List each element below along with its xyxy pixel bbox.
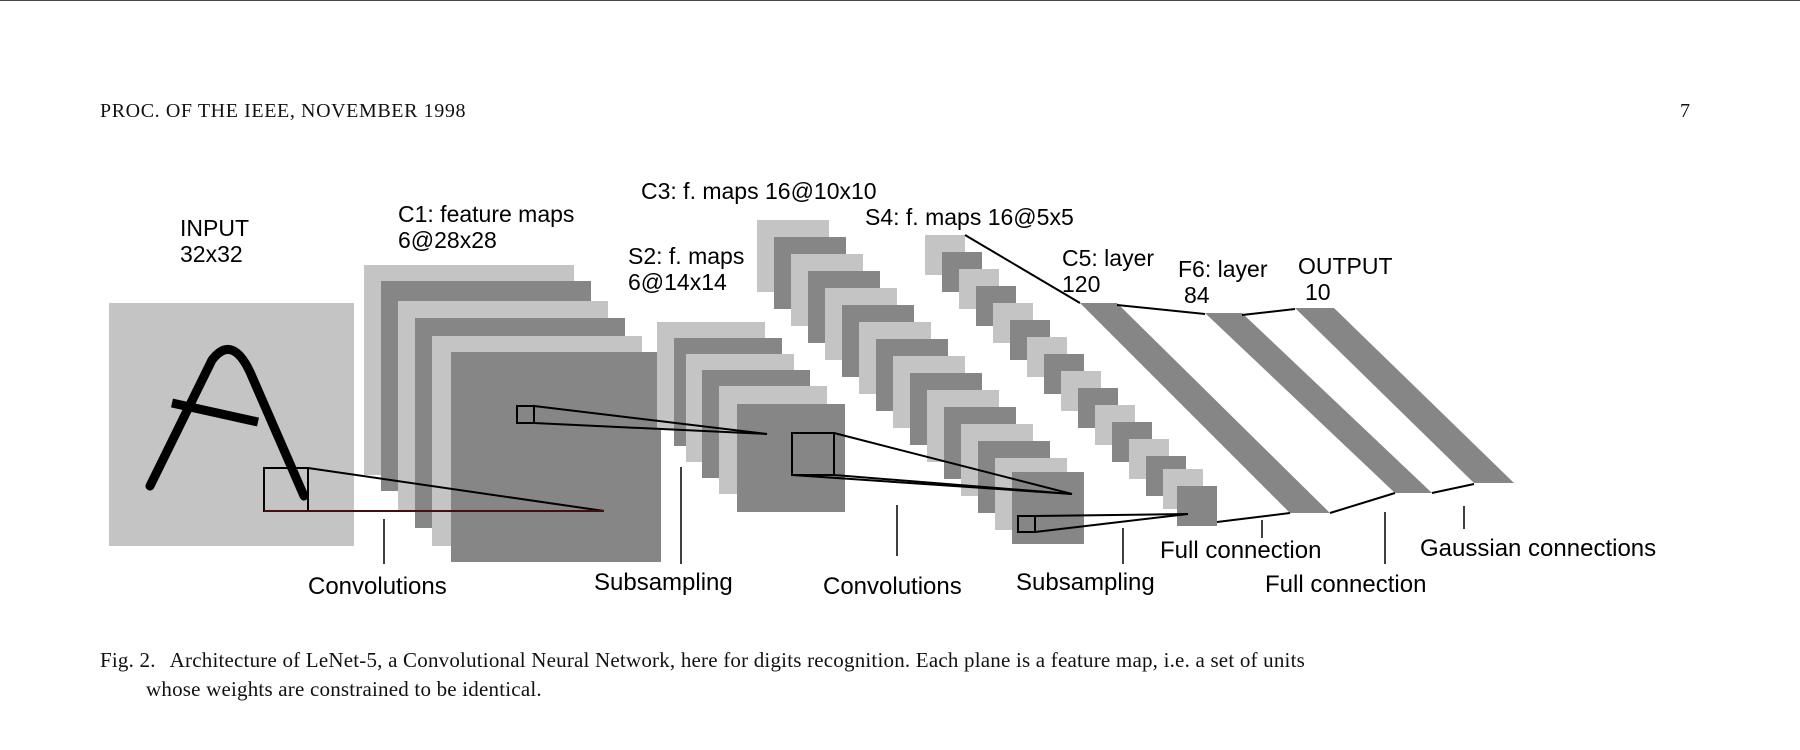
- figure-caption: Fig. 2. Architecture of LeNet-5, a Convol…: [100, 646, 1692, 704]
- c1-feature-maps: [364, 265, 661, 562]
- subsampling-label-2: Subsampling: [1016, 569, 1155, 596]
- handwritten-digit: [145, 345, 309, 501]
- projection-line: [1034, 513, 1189, 517]
- handwritten-digit-bar: [171, 398, 259, 427]
- projection-line: [1034, 513, 1189, 533]
- projection-line: [307, 467, 605, 512]
- output-layer: [1295, 308, 1514, 483]
- s2-feature-maps: [657, 322, 845, 512]
- f6-to-output-line: [1431, 483, 1475, 494]
- s4-to-c5-line: [964, 234, 1081, 304]
- s4-label: S4: f. maps 16@5x5: [865, 204, 1074, 230]
- caption-text-line1: Architecture of LeNet-5, a Convolutional…: [169, 648, 1306, 672]
- top-rule: [0, 0, 1800, 1]
- projection-line: [833, 432, 1073, 495]
- c3-label: C3: f. maps 16@10x10: [641, 178, 877, 204]
- c5-to-f6-line: [1116, 304, 1206, 315]
- full-connection-label-2: Full connection: [1265, 571, 1426, 598]
- connection-lines: [263, 234, 1475, 564]
- caption-text-line2: whose weights are constrained to be iden…: [146, 677, 542, 701]
- full-connection-label-1: Full connection: [1160, 537, 1321, 564]
- c3-map: [1012, 472, 1084, 544]
- s2-receptive-field: [791, 432, 835, 476]
- c3-receptive-field: [1017, 515, 1036, 533]
- input-plane: [109, 303, 354, 546]
- gaussian-connections-label: Gaussian connections: [1420, 535, 1656, 562]
- page-number: 7: [1680, 100, 1690, 122]
- projection-line: [533, 422, 768, 435]
- running-head: PROC. OF THE IEEE, NOVEMBER 1998: [100, 100, 467, 122]
- figure-number: Fig. 2.: [100, 648, 156, 672]
- subsampling-label-1: Subsampling: [594, 569, 733, 596]
- projection-line: [791, 474, 1073, 495]
- convolutions-label-2: Convolutions: [823, 573, 962, 600]
- s4-feature-maps: [925, 235, 1217, 526]
- c5-layer: [1080, 303, 1330, 513]
- c3-feature-maps: [757, 220, 1084, 544]
- convolutions-label-1: Convolutions: [308, 573, 447, 600]
- s4-map: [1177, 486, 1217, 526]
- c1-receptive-field: [516, 405, 535, 424]
- c5-to-f6-line: [1329, 492, 1396, 514]
- projection-line: [533, 405, 768, 435]
- c1-map: [451, 352, 661, 562]
- s4-to-c5-line: [1216, 512, 1291, 523]
- f6-to-output-line: [1241, 308, 1296, 316]
- f6-layer: [1205, 313, 1432, 493]
